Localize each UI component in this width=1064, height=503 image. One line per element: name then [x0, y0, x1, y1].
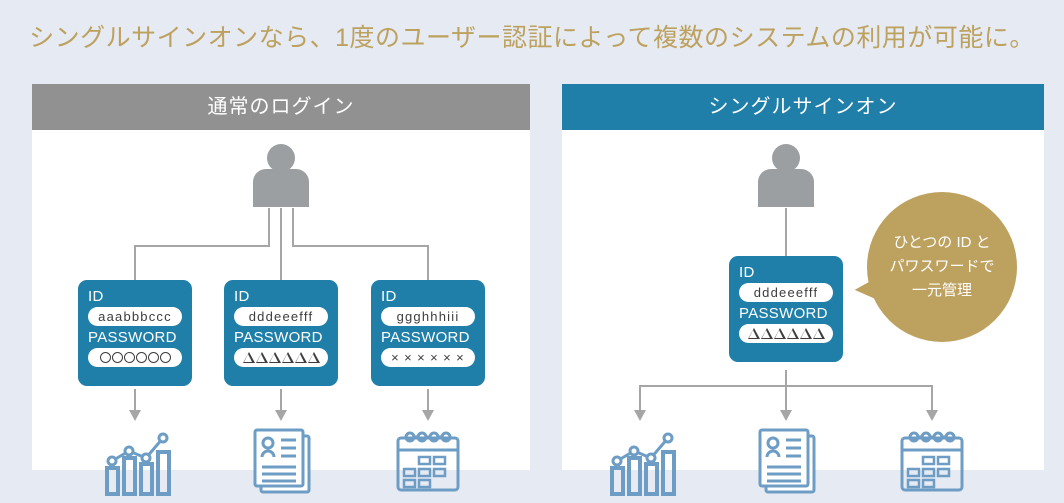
- user-body-icon: [758, 169, 814, 207]
- password-triangle-icon: [786, 328, 799, 339]
- credential-sso-id-label: ID: [739, 264, 755, 281]
- credential-card-sso[interactable]: ID dddeeefff PASSWORD: [729, 256, 843, 362]
- credential-sso-password-label: PASSWORD: [739, 305, 828, 322]
- credential-3-password-label: PASSWORD: [381, 329, 470, 346]
- credential-card-2[interactable]: ID dddeeefff PASSWORD: [224, 280, 338, 386]
- password-dot-icon: [147, 352, 159, 363]
- user-silhouette-right: [755, 144, 817, 208]
- user-head-icon: [267, 144, 295, 172]
- password-cross-icon: ×: [391, 350, 400, 365]
- credential-2-password-value: [234, 348, 328, 367]
- panel-header-normal-login: 通常のログイン: [32, 84, 530, 130]
- password-dot-icon: [159, 352, 171, 363]
- credential-2-id-label: ID: [234, 288, 250, 305]
- calendar-icon[interactable]: [392, 426, 464, 498]
- password-triangle-icon: [294, 352, 307, 363]
- credential-3-id-value: ggghhhiii: [381, 307, 475, 326]
- credential-1-id-value: aaabbbccc: [88, 307, 182, 326]
- panel-single-sign-on: シングルサインオン ID dddeee: [562, 84, 1044, 496]
- password-triangle-icon: [307, 352, 320, 363]
- password-dot-icon: [135, 352, 147, 363]
- document-profile-icon[interactable]: [750, 426, 822, 498]
- credential-2-password-label: PASSWORD: [234, 329, 323, 346]
- password-dot-icon: [123, 352, 135, 363]
- panel-body-single-sign-on: ID dddeeefff PASSWORD ひとつの ID と パワスワードで …: [562, 130, 1044, 496]
- document-profile-icon[interactable]: [245, 426, 317, 498]
- callout-line-1: ひとつの ID と: [893, 234, 991, 251]
- password-cross-icon: ×: [456, 350, 465, 365]
- password-triangle-icon: [773, 328, 786, 339]
- bar-chart-icon[interactable]: [99, 426, 171, 498]
- credential-3-password-value: × × × × × ×: [381, 348, 475, 367]
- password-triangle-icon: [255, 352, 268, 363]
- credential-card-3[interactable]: ID ggghhhiii PASSWORD × × × × × ×: [371, 280, 485, 386]
- panel-body-normal-login: ID aaabbbccc PASSWORD ID dddeeefff PASSW…: [32, 130, 530, 496]
- password-triangle-icon: [242, 352, 255, 363]
- credential-2-id-value: dddeeefff: [234, 307, 328, 326]
- password-cross-icon: ×: [430, 350, 439, 365]
- credential-1-id-label: ID: [88, 288, 104, 305]
- password-dot-icon: [111, 352, 123, 363]
- credential-sso-id-value: dddeeefff: [739, 283, 833, 302]
- credential-card-1[interactable]: ID aaabbbccc PASSWORD: [78, 280, 192, 386]
- password-triangle-icon: [799, 328, 812, 339]
- callout-line-2: パワスワードで: [889, 258, 995, 275]
- password-cross-icon: ×: [417, 350, 426, 365]
- page-title: シングルサインオンなら、1度のユーザー認証によって複数のシステムの利用が可能に。: [29, 24, 1035, 52]
- credential-sso-password-value: [739, 324, 833, 343]
- password-triangle-icon: [812, 328, 825, 339]
- user-body-icon: [253, 169, 309, 207]
- panel-header-single-sign-on: シングルサインオン: [562, 84, 1044, 130]
- calendar-icon[interactable]: [896, 426, 968, 498]
- credential-1-password-label: PASSWORD: [88, 329, 177, 346]
- password-dot-icon: [99, 352, 111, 363]
- credential-3-id-label: ID: [381, 288, 397, 305]
- password-cross-icon: ×: [443, 350, 452, 365]
- panel-normal-login: 通常のログイン: [32, 84, 530, 496]
- password-triangle-icon: [747, 328, 760, 339]
- password-triangle-icon: [281, 352, 294, 363]
- user-head-icon: [772, 144, 800, 172]
- password-cross-icon: ×: [404, 350, 413, 365]
- callout-line-3: 一元管理: [911, 282, 972, 299]
- password-triangle-icon: [760, 328, 773, 339]
- bar-chart-icon[interactable]: [604, 426, 676, 498]
- user-silhouette-left: [250, 144, 312, 208]
- password-triangle-icon: [268, 352, 281, 363]
- callout-bubble: ひとつの ID と パワスワードで 一元管理: [853, 192, 1017, 342]
- credential-1-password-value: [88, 348, 182, 367]
- callout-bubble-tail: [853, 276, 883, 306]
